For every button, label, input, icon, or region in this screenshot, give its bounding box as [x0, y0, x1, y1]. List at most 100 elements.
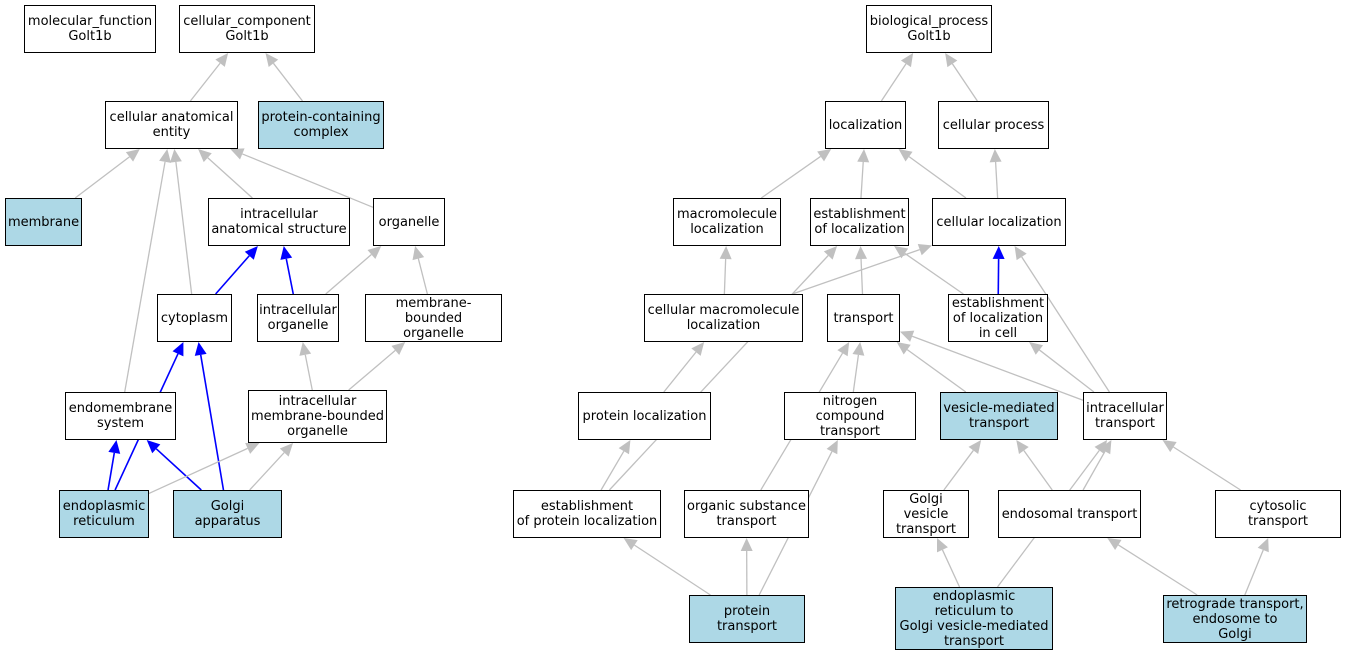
edge-loc-to-bp	[880, 63, 907, 102]
arrowhead-nct-to-tr	[852, 342, 865, 356]
arrowhead-cml-to-cl	[917, 243, 932, 256]
arrowhead-ends-to-cae	[159, 149, 171, 163]
node-cp: cellular process	[938, 101, 1049, 149]
node-rt: retrograde transport, endosome to Golgi	[1163, 595, 1307, 643]
node-eol: establishment of localization	[810, 198, 909, 246]
edge-pt-to-epl	[634, 544, 711, 596]
arrowhead-ergvt-to-gvt	[936, 538, 948, 553]
node-org: organelle	[373, 198, 445, 246]
node-cyt: cytoplasm	[157, 294, 232, 342]
edge-elc-to-eol	[904, 252, 964, 295]
node-ct: cytosolic transport	[1215, 490, 1341, 538]
arrowhead-mem-to-cae	[125, 149, 140, 162]
arrowhead-pt-to-nct	[826, 440, 838, 455]
node-er: endoplasmic reticulum	[59, 490, 149, 538]
edge-er-to-ends	[107, 452, 116, 491]
edge-it-to-tr	[911, 335, 1084, 401]
edge-er-to-imbo	[148, 447, 248, 495]
arrowhead-imbo-to-mbo	[391, 342, 406, 355]
arrowhead-ct-to-it	[1162, 440, 1177, 453]
arrowhead-cyt-to-ias	[244, 246, 258, 260]
arrowhead-imbo-to-io	[299, 342, 312, 356]
node-imbo: intracellular membrane-bounded organelle	[248, 390, 387, 443]
node-pt: protein transport	[689, 595, 805, 643]
arrowhead-cp-to-bp	[945, 53, 958, 68]
arrowhead-pl-to-cml	[691, 342, 705, 356]
edge-rt-to-ct	[1244, 549, 1264, 596]
node-ias: intracellular anatomical structure	[208, 198, 350, 246]
edge-imbo-to-io	[304, 354, 313, 391]
arrowhead-ias-to-cae	[198, 149, 212, 163]
arrowhead-vmt-to-tr	[896, 342, 911, 355]
edge-gvt-to-vmt	[943, 450, 974, 491]
node-cae: cellular anatomical entity	[105, 101, 238, 149]
arrowhead-cl-to-loc	[898, 149, 913, 162]
edge-mbo-to-org	[417, 258, 429, 295]
edge-tr-to-eol	[860, 258, 864, 295]
arrowhead-elc-to-eol	[894, 246, 909, 259]
edge-ergvt-to-gvt	[941, 549, 961, 588]
edge-cyt-to-ias	[215, 255, 250, 295]
edge-cl-to-loc	[908, 156, 967, 199]
arrowhead-epl-to-pl	[618, 440, 631, 455]
arrowhead-cl-to-cp	[989, 149, 1002, 163]
node-pcc: protein-containing complex	[258, 101, 384, 149]
edge-cae-to-cc	[189, 62, 221, 102]
arrowhead-rt-to-ct	[1257, 538, 1269, 553]
edge-imbo-to-mbo	[348, 349, 396, 391]
node-vmt: vesicle-mediated transport	[940, 392, 1058, 440]
node-nct: nitrogen compound transport	[784, 392, 916, 440]
arrowhead-pt-to-ost	[740, 538, 753, 552]
node-epl: establishment of protein localization	[513, 490, 661, 538]
node-ga: Golgi apparatus	[173, 490, 282, 538]
arrowhead-cyt-to-cae	[169, 149, 182, 163]
edge-vmt-to-tr	[906, 349, 967, 393]
node-loc: localization	[825, 101, 906, 149]
edge-it-to-cl	[1021, 256, 1110, 393]
node-mf: molecular_function Golt1b	[24, 5, 156, 53]
arrowhead-er-to-ends	[108, 440, 121, 454]
arrowhead-ga-to-imbo	[279, 443, 294, 457]
arrowhead-ga-to-cyt	[194, 342, 207, 356]
edge-ga-to-cyt	[199, 354, 225, 491]
arrowhead-cml-to-ml	[719, 246, 732, 260]
node-et: endosomal transport	[998, 490, 1141, 538]
node-bp: biological_process Golt1b	[866, 5, 992, 53]
arrowhead-epl-to-eol	[823, 246, 838, 260]
arrowhead-eol-to-loc	[857, 149, 870, 163]
arrowhead-rt-to-et	[1107, 538, 1122, 551]
arrowhead-it-to-cl	[1014, 246, 1027, 261]
edge-et-to-vmt	[1023, 450, 1053, 491]
node-ergvt: endoplasmic reticulum to Golgi vesicle-m…	[895, 587, 1053, 650]
edge-eol-to-loc	[860, 161, 864, 199]
edge-io-to-org	[325, 254, 372, 295]
node-mem: membrane	[5, 198, 82, 246]
edge-ga-to-ends	[155, 448, 202, 491]
edge-pl-to-cml	[663, 351, 697, 393]
arrowhead-pcc-to-cc	[265, 53, 279, 67]
arrowhead-tr-to-eol	[855, 246, 868, 260]
edge-rt-to-et	[1117, 544, 1198, 596]
arrowhead-ergvt-to-it	[1094, 440, 1108, 455]
arrowhead-ml-to-loc	[817, 149, 832, 162]
node-cl: cellular localization	[932, 198, 1066, 246]
arrowhead-it-to-tr	[900, 330, 915, 342]
edge-cyt-to-cae	[175, 161, 193, 295]
arrowhead-pt-to-epl	[623, 538, 638, 551]
node-elc: establishment of localization in cell	[948, 294, 1048, 342]
arrowhead-mbo-to-org	[412, 246, 425, 261]
node-tr: transport	[827, 294, 900, 342]
arrowhead-er-to-cyt	[172, 342, 184, 357]
edge-cp-to-bp	[951, 63, 978, 102]
arrowhead-ost-to-tr	[837, 342, 850, 357]
node-ost: organic substance transport	[684, 490, 809, 538]
edge-cl-to-cp	[994, 161, 999, 199]
edge-ias-to-cae	[207, 157, 253, 199]
edge-pcc-to-cc	[272, 62, 304, 102]
arrowhead-it-to-elc	[1029, 342, 1044, 355]
edge-ends-to-cae	[124, 161, 166, 393]
edge-it-to-elc	[1038, 349, 1095, 393]
edge-et-to-it	[1082, 450, 1106, 491]
